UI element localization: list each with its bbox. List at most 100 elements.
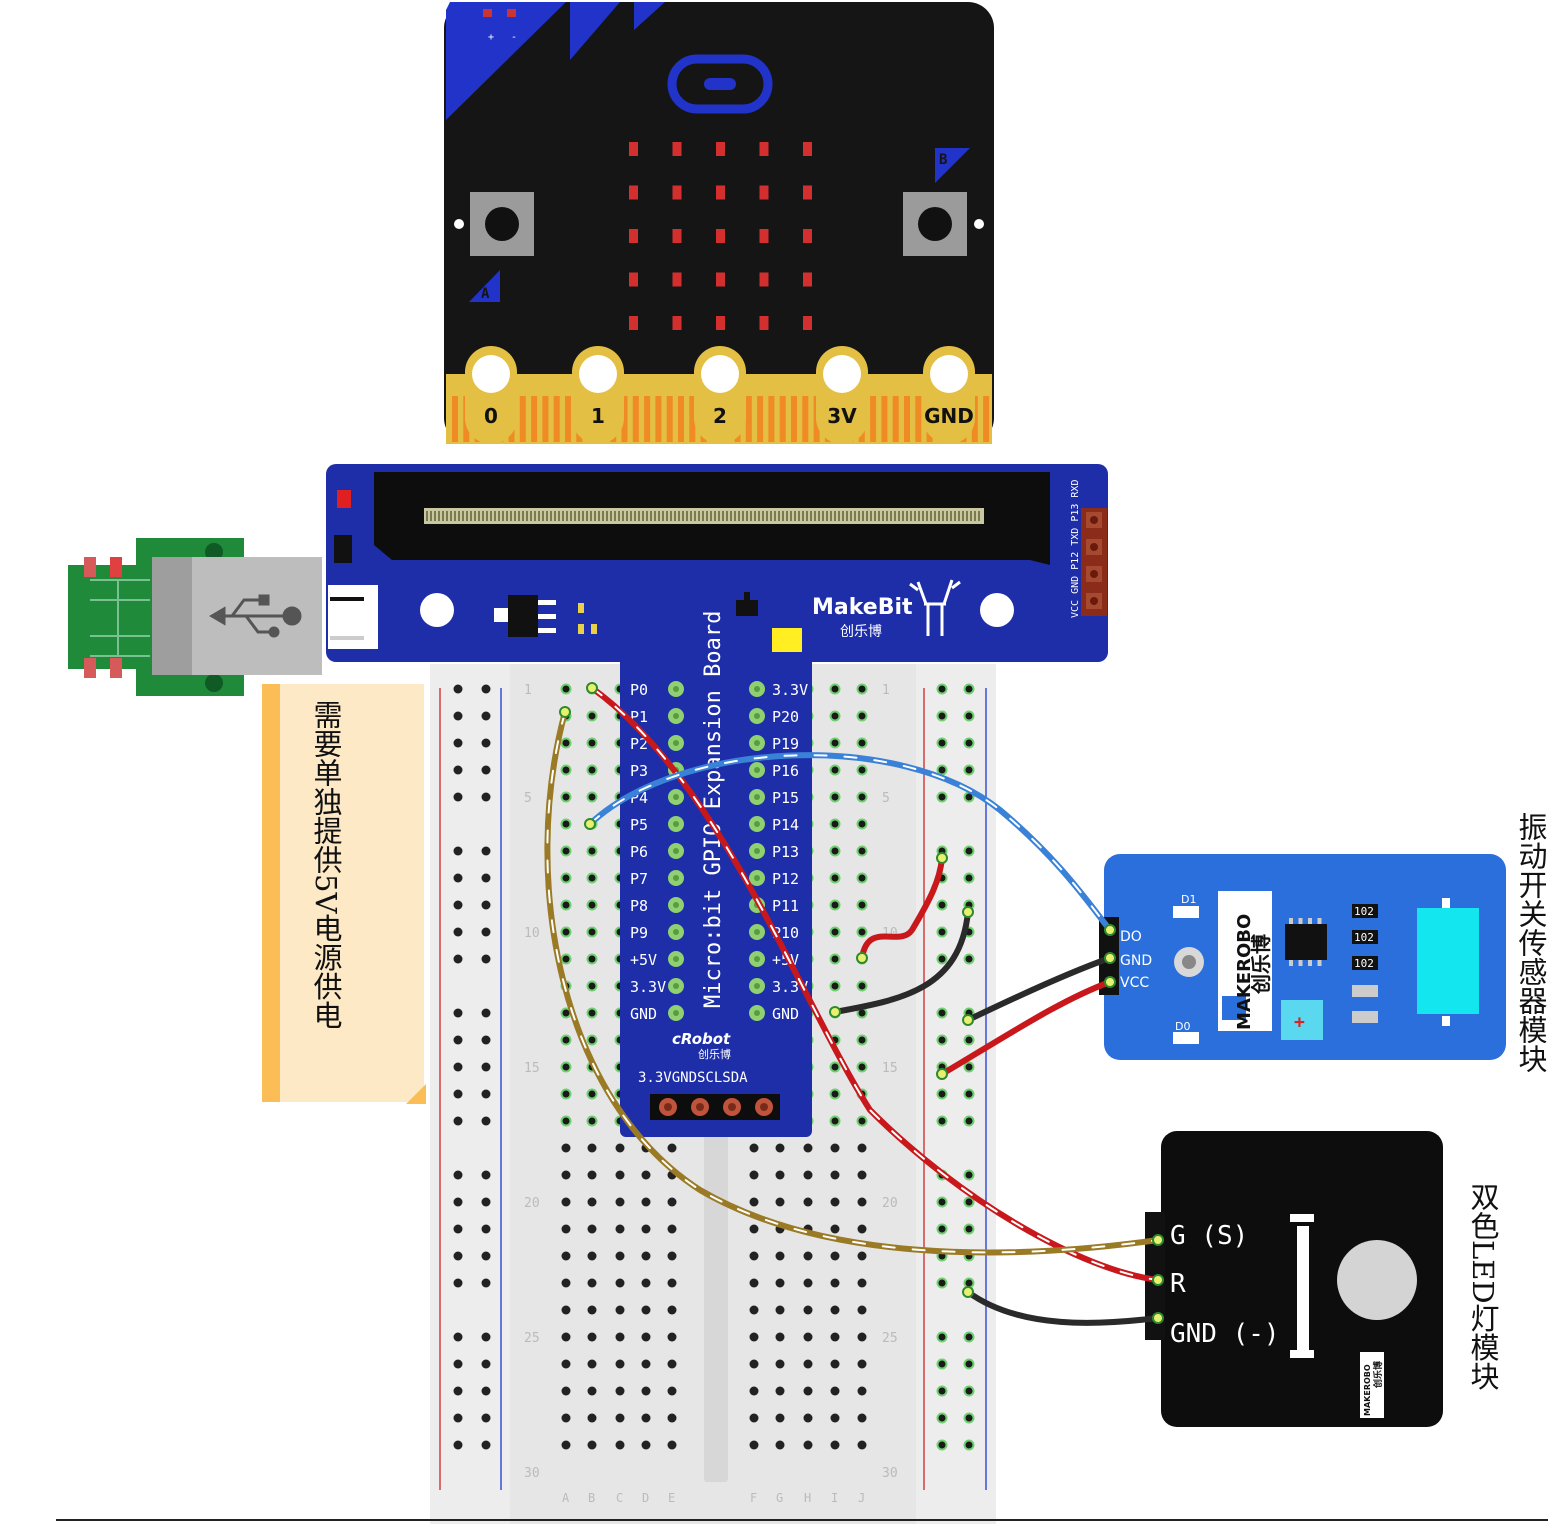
breadboard-hole <box>803 1170 813 1180</box>
breadboard-hole <box>615 1413 625 1423</box>
breadboard-hole <box>803 1278 813 1288</box>
wire-red-to-vibration-vcc <box>939 979 1113 1077</box>
vibration-pin-gnd: GND <box>1120 953 1152 969</box>
breadboard-hole <box>587 1413 597 1423</box>
breadboard-hole <box>561 1386 571 1396</box>
potentiometer[interactable] <box>1281 1000 1323 1040</box>
rail-hole <box>963 764 975 776</box>
comparator-chip <box>1285 924 1327 960</box>
breadboard-hole <box>749 1386 759 1396</box>
led-d0 <box>1173 1032 1199 1044</box>
usb-power-connector[interactable] <box>68 538 322 696</box>
gpio-label-right: P13 <box>772 843 799 861</box>
pad-3v: 3V <box>816 346 868 444</box>
rail-hole <box>936 683 948 695</box>
breadboard-hole <box>586 1034 598 1046</box>
breadboard-hole <box>667 1332 677 1342</box>
led-d1-label: D1 <box>1181 893 1196 906</box>
gpio-label-right: 3.3V <box>772 681 808 699</box>
rail-hole <box>453 765 463 775</box>
breadboard-hole <box>560 845 572 857</box>
button-b[interactable] <box>903 192 967 256</box>
breadboard-hole <box>829 845 841 857</box>
gpio-label-right: P20 <box>772 708 799 726</box>
wire-black-gnd-to-rail <box>832 909 971 1015</box>
breadboard-hole <box>641 1251 651 1261</box>
gpio-label-left: 3.3V <box>630 978 666 996</box>
breadboard-hole <box>857 1224 867 1234</box>
button-a[interactable] <box>470 192 534 256</box>
gpio-label-left: P5 <box>630 816 648 834</box>
gpio-label-right: P12 <box>772 870 799 888</box>
breadboard-hole <box>561 1440 571 1450</box>
breadboard-hole <box>615 1305 625 1315</box>
note-fold-icon <box>406 1084 426 1104</box>
row-number-left: 5 <box>524 791 532 806</box>
wire-end <box>1104 976 1116 988</box>
breadboard-hole <box>560 926 572 938</box>
rail-hole <box>481 1251 491 1261</box>
breadboard-hole <box>857 1170 867 1180</box>
rail-hole <box>481 1386 491 1396</box>
breadboard-hole <box>829 899 841 911</box>
rail-hole <box>936 1007 948 1019</box>
breadboard-hole <box>586 710 598 722</box>
deer-logo-icon <box>909 579 961 636</box>
row-number-right: 25 <box>882 1331 898 1346</box>
breadboard-hole <box>641 1278 651 1288</box>
breadboard-hole <box>667 1305 677 1315</box>
rail-hole <box>453 1116 463 1126</box>
maker-cn-label: 创乐博 <box>698 1048 731 1061</box>
pad-hole <box>823 355 861 393</box>
breadboard-hole <box>561 1278 571 1288</box>
power-led <box>337 490 351 508</box>
breadboard-hole <box>615 1224 625 1234</box>
rail-hole <box>453 1197 463 1207</box>
wire-end <box>936 1068 948 1080</box>
breadboard-hole <box>857 1386 867 1396</box>
gpio-label-right: P15 <box>772 789 799 807</box>
rail-hole <box>481 873 491 883</box>
row-number-right: 1 <box>882 683 890 698</box>
rail-hole <box>963 845 975 857</box>
microbit-logo <box>667 54 773 114</box>
breadboard-hole <box>829 710 841 722</box>
rail-hole <box>453 873 463 883</box>
rail-hole <box>963 1331 975 1343</box>
breadboard-hole <box>830 1143 840 1153</box>
gpio-pins: P0P1P2P3P4P5P6P7P8P9+5V3.3VGND3.3VP20P19… <box>630 681 808 1023</box>
vibration-sensor-module: DO GND VCC D1 D0 MAKEROBO 创乐博 + 10210210… <box>1099 854 1506 1060</box>
edge-finger <box>565 396 571 442</box>
breadboard-hole <box>615 1386 625 1396</box>
led-makerobo-cn-text: 创乐博 <box>1372 1361 1384 1389</box>
breadboard-hole <box>803 1332 813 1342</box>
rail-hole <box>453 684 463 694</box>
brand-label: MakeBit <box>812 595 913 620</box>
breadboard-hole <box>803 1386 813 1396</box>
breadboard-hole <box>560 953 572 965</box>
rail-hole <box>481 1332 491 1342</box>
breadboard-hole <box>857 1251 867 1261</box>
brand-cn-label: 创乐博 <box>840 623 882 640</box>
matrix-led <box>803 316 812 330</box>
breadboard-hole <box>830 1305 840 1315</box>
matrix-led <box>629 272 638 287</box>
rail-hole <box>936 1277 948 1289</box>
edge-finger <box>983 396 990 442</box>
resistor <box>1352 904 1378 918</box>
edge-finger <box>452 396 458 442</box>
edge-finger <box>553 396 560 442</box>
breadboard-hole <box>829 1115 841 1127</box>
rail-hole <box>963 1223 975 1235</box>
breadboard-hole <box>615 1440 625 1450</box>
usb-icon <box>209 594 302 638</box>
rail-hole <box>481 1197 491 1207</box>
breadboard-hole <box>587 1251 597 1261</box>
breadboard-hole <box>775 1386 785 1396</box>
breadboard-hole <box>615 1197 625 1207</box>
rail-hole <box>936 1412 948 1424</box>
column-label: D <box>642 1491 649 1505</box>
breadboard-hole <box>586 926 598 938</box>
pad-label: GND <box>924 404 974 428</box>
